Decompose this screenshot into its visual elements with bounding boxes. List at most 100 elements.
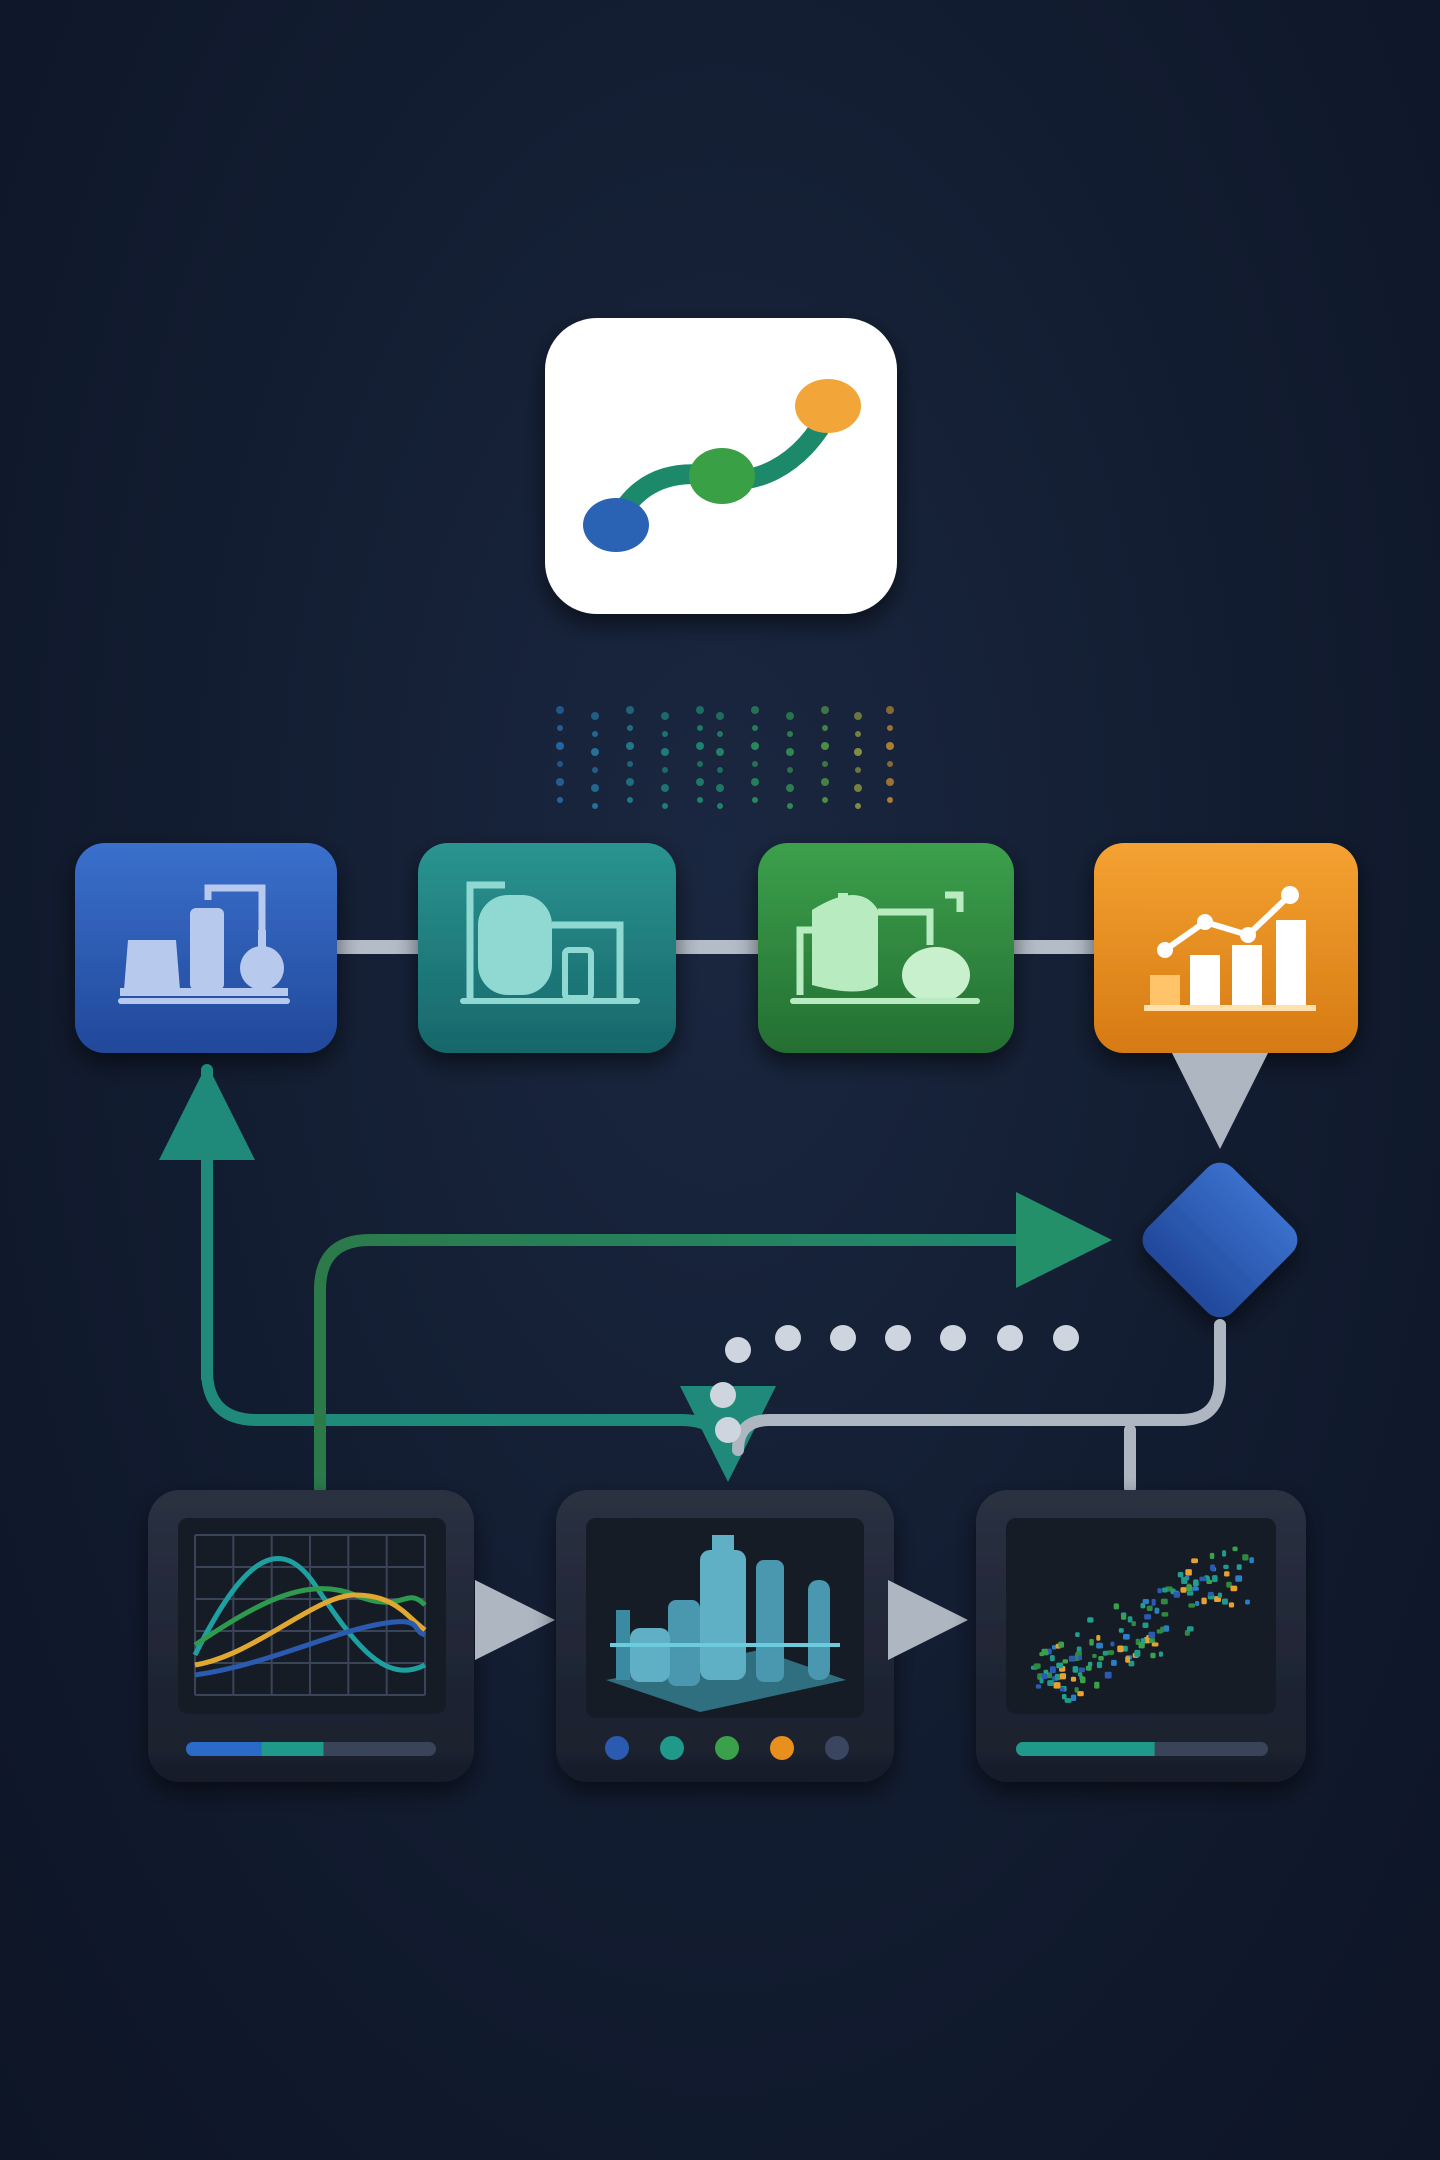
scatter-point	[1078, 1667, 1085, 1673]
status-dot	[770, 1736, 794, 1760]
data-stream-dot	[557, 761, 563, 767]
scatter-point	[1150, 1652, 1156, 1659]
data-stream-dot	[786, 748, 794, 756]
scatter-cloud-icon	[1030, 1546, 1254, 1703]
status-dot	[825, 1736, 849, 1760]
scatter-point	[1035, 1684, 1042, 1689]
data-stream-dot	[786, 712, 794, 720]
progress-fill	[261, 1742, 324, 1756]
data-stream-dot	[556, 706, 564, 714]
data-stream-dot	[661, 748, 669, 756]
data-stream-dot	[662, 767, 668, 773]
analytics-chart-icon	[1144, 886, 1316, 1011]
scatter-point	[1098, 1655, 1104, 1661]
scatter-point	[1127, 1616, 1133, 1623]
stage-node-4[interactable]	[1094, 843, 1358, 1053]
feedback-loop-to-stage-1	[201, 1064, 776, 1482]
scatter-point	[1226, 1581, 1232, 1588]
scatter-point	[1160, 1598, 1168, 1605]
scatter-point	[1125, 1656, 1131, 1663]
storage-tank-icon	[460, 881, 640, 1004]
status-dot	[715, 1736, 739, 1760]
data-stream-dot	[822, 725, 828, 731]
scatter-point	[1158, 1651, 1163, 1657]
data-stream-icon	[556, 706, 894, 809]
data-stream-dot	[821, 706, 829, 714]
scatter-point	[1078, 1655, 1083, 1661]
scatter-point	[1144, 1636, 1151, 1644]
data-stream-dot	[626, 778, 634, 786]
data-stream-dot	[696, 778, 704, 786]
chart-line	[194, 1592, 427, 1668]
scatter-point	[1089, 1638, 1094, 1646]
scatter-point	[1075, 1651, 1082, 1657]
scatter-point	[1193, 1580, 1199, 1587]
data-stream-dot	[752, 725, 758, 731]
data-stream-dot	[716, 748, 724, 756]
data-stream-dot	[716, 712, 724, 720]
scatter-point	[1207, 1591, 1214, 1597]
scatter-point	[1113, 1603, 1119, 1610]
scatter-point	[1120, 1613, 1127, 1620]
data-stream-dot	[696, 706, 704, 714]
scatter-point	[1212, 1575, 1218, 1583]
scatter-point	[1077, 1691, 1084, 1697]
path-dot	[725, 1337, 751, 1363]
scatter-point	[1041, 1673, 1048, 1680]
data-stream-dot	[854, 748, 862, 756]
scatter-point	[1228, 1602, 1235, 1608]
scatter-point	[1232, 1546, 1238, 1552]
data-stream-dot	[697, 797, 703, 803]
data-stream-dot	[854, 784, 862, 792]
data-stream-dot	[662, 731, 668, 737]
scatter-point	[1054, 1673, 1061, 1681]
scatter-point	[1094, 1681, 1100, 1689]
status-dot	[605, 1736, 629, 1760]
scatter-point	[1123, 1645, 1128, 1652]
data-stream-dot	[787, 731, 793, 737]
data-stream-dot	[822, 761, 828, 767]
data-stream-dot	[886, 742, 894, 750]
scatter-point	[1104, 1671, 1112, 1679]
scatter-point	[1087, 1661, 1093, 1667]
scatter-point	[1195, 1601, 1200, 1607]
progress-fill	[1092, 1742, 1155, 1756]
scatter-point	[1096, 1661, 1103, 1669]
decision-diamond-icon[interactable]	[1135, 1155, 1305, 1325]
data-stream-dot	[557, 725, 563, 731]
data-stream-dot	[627, 797, 633, 803]
reactor-vessel-icon	[790, 891, 980, 1004]
scatter-point	[1199, 1576, 1207, 1582]
scatter-point	[1184, 1630, 1190, 1636]
scatter-point	[1149, 1638, 1154, 1643]
panel-3[interactable]	[976, 1490, 1306, 1782]
scatter-point	[1072, 1666, 1079, 1673]
data-stream-dot	[887, 797, 893, 803]
path-dot	[1053, 1325, 1079, 1351]
stage-node-3[interactable]	[758, 843, 1014, 1053]
data-stream-dot	[886, 706, 894, 714]
scatter-point	[1223, 1564, 1229, 1569]
scatter-point	[1070, 1694, 1077, 1702]
scatter-point	[1053, 1682, 1061, 1689]
scatter-point	[1059, 1686, 1065, 1692]
scatter-point	[1140, 1638, 1146, 1645]
data-stream-dot	[662, 803, 668, 809]
scatter-point	[1160, 1626, 1165, 1633]
data-stream-dot	[627, 725, 633, 731]
scatter-point	[1151, 1642, 1159, 1647]
scatter-point	[1249, 1557, 1254, 1564]
progress-fill	[186, 1742, 269, 1756]
scatter-point	[1154, 1608, 1160, 1614]
scatter-point	[1096, 1642, 1103, 1649]
scatter-point	[1186, 1626, 1194, 1632]
data-stream-dot	[717, 803, 723, 809]
path-dot	[885, 1325, 911, 1351]
path-dot	[775, 1325, 801, 1351]
scatter-point	[1162, 1587, 1168, 1593]
scatter-point	[1181, 1577, 1188, 1585]
scatter-point	[1128, 1660, 1135, 1667]
scatter-point	[1092, 1653, 1097, 1659]
data-stream-dot	[591, 784, 599, 792]
